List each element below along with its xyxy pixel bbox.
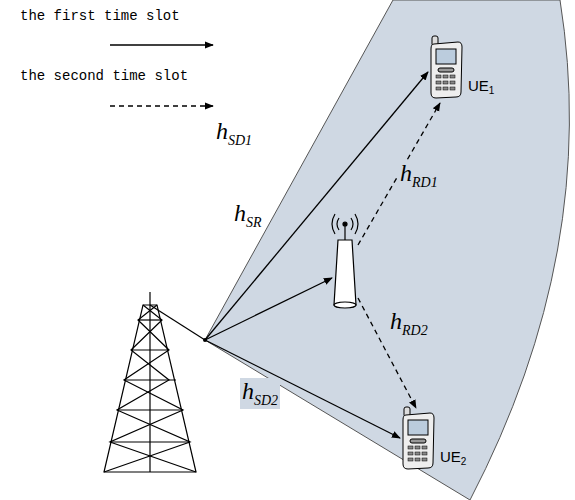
device-label: UE1 [468,77,494,96]
link-rd1 [358,103,440,245]
legend-solid-sample [110,44,213,45]
link-sd1 [205,72,428,340]
base-station-tower [104,292,205,472]
channel-label: hRD1 [398,160,440,191]
legend-dashed-sample [110,105,213,106]
channel-label: hRD2 [388,308,430,339]
legend-text: the second time slot [20,68,188,84]
link-sr [205,278,332,340]
channel-label: hSR [232,200,264,231]
user-equipment: UE2 [400,405,436,471]
link-sd2 [205,340,400,438]
legend-text: the first time slot [20,8,180,24]
phone-icon [400,405,436,471]
device-label: UE2 [440,448,466,467]
relay-station [332,214,358,308]
coverage-sector [205,0,569,500]
channel-label: hSD2 [240,378,280,409]
user-equipment: UE1 [428,34,464,100]
channel-label: hSD1 [214,118,254,149]
phone-icon [428,34,464,100]
